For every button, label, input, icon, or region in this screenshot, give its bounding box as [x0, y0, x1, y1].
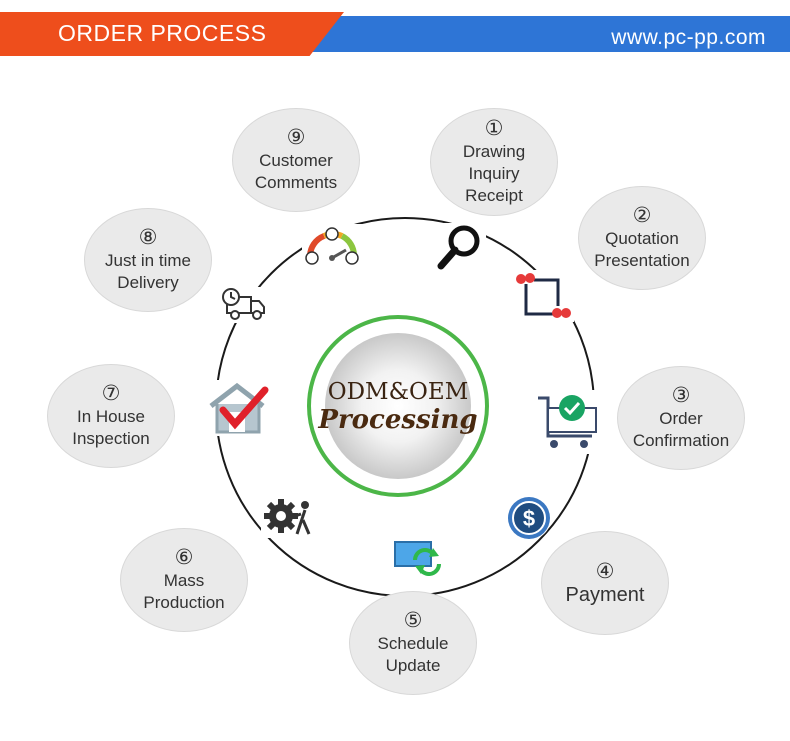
step-7-number: ⑦ [101, 382, 121, 405]
step-5-label-line-1: Schedule [377, 634, 449, 653]
refresh-monitor-icon [393, 538, 443, 576]
step-4-label-line-1: Payment [565, 584, 645, 606]
step-2-label-line-1: Quotation [605, 229, 679, 248]
step-3-label-line-1: Order [659, 409, 703, 428]
page-title: ORDER PROCESS [58, 20, 267, 46]
step-4-bubble: ④ Payment [541, 531, 669, 635]
step-7-label-line-1: In House [76, 407, 146, 426]
banner-blue-bar: www.pc-pp.com [300, 16, 790, 52]
center-subtitle: Processing [318, 405, 478, 435]
step-8-label-line-2: Delivery [117, 273, 179, 292]
step-9-label-line-2: Comments [254, 173, 338, 192]
magnifier-icon [434, 223, 486, 271]
center-sphere [325, 333, 471, 479]
step-2-label-line-2: Presentation [594, 251, 690, 270]
cart-check-icon [534, 390, 602, 454]
website-url: www.pc-pp.com [611, 26, 766, 49]
svg-text:$: $ [523, 506, 535, 531]
step-1-number: ① [484, 117, 504, 140]
step-5-number: ⑤ [403, 609, 423, 632]
quotation-icon [512, 270, 574, 322]
step-1-bubble: ① Drawing Inquiry Receipt [430, 108, 558, 216]
banner-orange-bar: ORDER PROCESS [0, 12, 344, 56]
step-6-label-line-1: Mass [163, 571, 205, 590]
step-8-bubble: ⑧ Just in time Delivery [84, 208, 212, 312]
step-7-label-line-2: Inspection [72, 429, 150, 448]
dollar-icon: $ [507, 496, 551, 540]
step-7-bubble: ⑦ In House Inspection [47, 364, 175, 468]
step-1-label-line-3: Receipt [465, 186, 523, 205]
step-2-bubble: ② Quotation Presentation [578, 186, 706, 290]
step-3-label-line-2: Confirmation [632, 431, 730, 450]
step-6-bubble: ⑥ Mass Production [120, 528, 248, 632]
step-5-bubble: ⑤ Schedule Update [349, 591, 477, 695]
feedback-gauge-icon [302, 224, 362, 268]
delivery-truck-icon [219, 287, 267, 323]
step-6-label-line-2: Production [143, 593, 225, 612]
step-8-label-line-1: Just in time [105, 251, 191, 270]
center-title: ODM&OEM [327, 379, 469, 405]
header-banner: www.pc-pp.com ORDER PROCESS [0, 12, 790, 56]
step-1-label-line-1: Drawing [462, 142, 526, 161]
step-9-label-line-1: Customer [259, 151, 333, 170]
step-9-bubble: ⑨ Customer Comments [232, 108, 360, 212]
step-4-number: ④ [595, 560, 615, 583]
step-1-label-line-2: Inquiry [468, 164, 520, 183]
gear-worker-icon [261, 496, 319, 538]
step-2-number: ② [632, 204, 652, 227]
step-5-label-line-2: Update [385, 656, 441, 675]
step-8-number: ⑧ [138, 226, 158, 249]
step-3-number: ③ [671, 384, 691, 407]
step-9-number: ⑨ [286, 126, 306, 149]
step-3-bubble: ③ Order Confirmation [617, 366, 745, 470]
house-check-icon [207, 380, 271, 436]
step-6-number: ⑥ [174, 546, 194, 569]
